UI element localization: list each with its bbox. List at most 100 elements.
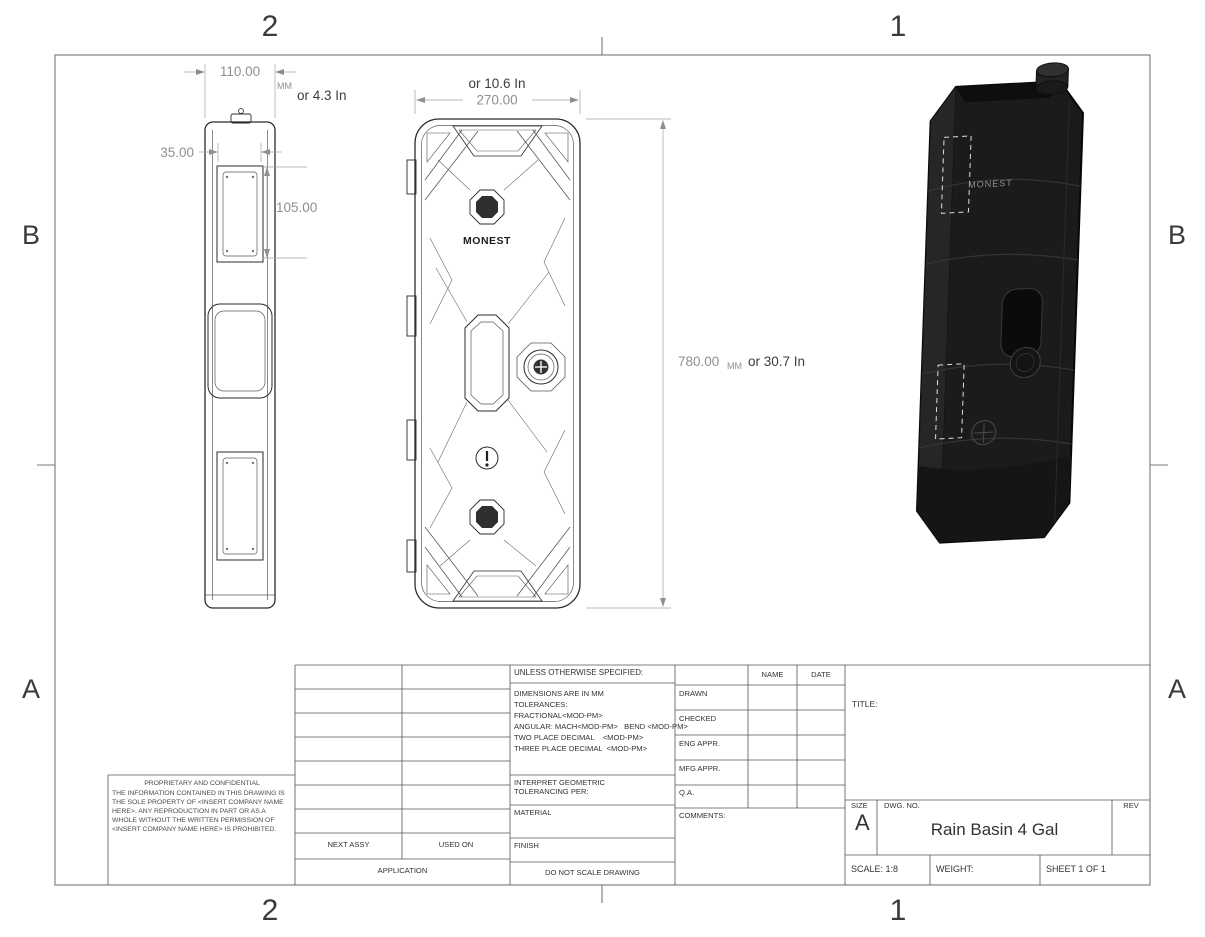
application-label: APPLICATION bbox=[377, 866, 428, 875]
dwg-no-label: DWG. NO. bbox=[884, 801, 920, 810]
dim-side-width-value: 110.00 bbox=[220, 64, 260, 79]
side-view-wall-lines bbox=[205, 130, 275, 600]
scale-value: SCALE: 1:8 bbox=[851, 864, 899, 874]
arrow-icon bbox=[261, 149, 270, 155]
front-view-top-nut bbox=[469, 189, 505, 225]
comments-label: COMMENTS: bbox=[679, 811, 726, 820]
do-not-scale-note: DO NOT SCALE DRAWING bbox=[545, 868, 640, 877]
dim-side-width-unit: MM bbox=[277, 81, 292, 91]
front-view-center-handle bbox=[464, 314, 510, 412]
arrow-icon bbox=[660, 120, 666, 129]
isometric-view: MONEST bbox=[916, 62, 1084, 544]
dim-side-recess-height-value: 105.00 bbox=[276, 200, 317, 215]
arrow-icon bbox=[416, 97, 425, 103]
arrow-icon bbox=[264, 167, 270, 176]
zone-label-b-left: B bbox=[21, 220, 40, 250]
arrow-icon bbox=[209, 149, 218, 155]
zone-label-a-left: A bbox=[21, 674, 40, 704]
zone-label-2-bottom: 2 bbox=[261, 894, 279, 927]
rev-label: REV bbox=[1123, 801, 1139, 810]
dim-side-width: 110.00 MM or 4.3 In bbox=[184, 64, 347, 118]
arrow-icon bbox=[264, 249, 270, 258]
arrow-icon bbox=[196, 69, 205, 75]
date-column-header: DATE bbox=[811, 670, 831, 679]
sheet-number: SHEET 1 OF 1 bbox=[1046, 864, 1106, 874]
tolerance-note-line: DIMENSIONS ARE IN MM bbox=[514, 689, 604, 698]
arrow-icon bbox=[275, 69, 284, 75]
material-label: MATERIAL bbox=[514, 808, 552, 817]
side-view-outline bbox=[204, 121, 276, 609]
arrow-icon bbox=[660, 598, 666, 607]
proprietary-title: PROPRIETARY AND CONFIDENTIAL bbox=[144, 780, 260, 787]
front-view-left-tabs bbox=[406, 159, 417, 573]
dim-front-width-value: 270.00 bbox=[476, 93, 517, 108]
used-on-label: USED ON bbox=[438, 840, 474, 849]
interpret-geometric-note: INTERPRET GEOMETRIC TOLERANCING PER: bbox=[514, 778, 605, 796]
weight-label: WEIGHT: bbox=[936, 864, 974, 874]
side-view bbox=[204, 108, 276, 609]
front-view: MONEST bbox=[406, 118, 581, 609]
side-view-mid-recess bbox=[207, 303, 273, 399]
dwg-no-value: Rain Basin 4 Gal bbox=[930, 820, 1059, 839]
proprietary-body: THE INFORMATION CONTAINED IN THIS DRAWIN… bbox=[112, 790, 285, 833]
front-view-corner-bevels bbox=[424, 129, 571, 598]
dim-front-width-alt: or 10.6 In bbox=[468, 76, 525, 91]
front-view-outline bbox=[414, 118, 581, 609]
tank-top-facet bbox=[955, 81, 1061, 103]
zone-label-b-right: B bbox=[1167, 220, 1186, 250]
front-view-logo-text: MONEST bbox=[463, 235, 511, 247]
approval-row-qa: Q.A. bbox=[679, 788, 695, 797]
title-label: TITLE: bbox=[852, 699, 878, 709]
front-view-ribs bbox=[429, 159, 566, 567]
next-assy-label: NEXT ASSY bbox=[327, 840, 370, 849]
tolerance-note-line: TWO PLACE DECIMAL <MOD-PM> bbox=[514, 733, 644, 742]
tank-front-cap bbox=[1009, 347, 1041, 379]
zone-label-1-top: 1 bbox=[889, 10, 907, 43]
front-view-bottom-nut bbox=[469, 499, 505, 535]
side-view-bottom-recess bbox=[216, 451, 264, 561]
tank-base-shade bbox=[917, 455, 1072, 543]
tolerance-note-line: FRACTIONAL<MOD-PM> bbox=[514, 711, 603, 720]
dim-side-recess-width: 35.00 bbox=[160, 143, 282, 162]
arrow-icon bbox=[570, 97, 579, 103]
tank-cross-mark bbox=[971, 420, 997, 446]
dim-overall-height: 780.00 MM or 30.7 In bbox=[586, 118, 805, 609]
dim-side-recess-width-value: 35.00 bbox=[160, 145, 194, 160]
zone-label-1-bottom: 1 bbox=[889, 894, 907, 927]
side-view-top-pin bbox=[238, 108, 244, 114]
side-view-top-nub bbox=[230, 113, 252, 124]
approval-row-eng-appr: ENG APPR. bbox=[679, 739, 720, 748]
tolerance-note-line: THREE PLACE DECIMAL <MOD-PM> bbox=[514, 744, 648, 753]
dim-overall-height-alt: or 30.7 In bbox=[748, 354, 805, 369]
title-block-lines bbox=[107, 664, 1150, 885]
front-view-vent bbox=[475, 446, 499, 470]
tolerance-note-line: TOLERANCES: bbox=[514, 700, 568, 709]
dim-overall-height-value: 780.00 bbox=[678, 354, 719, 369]
tank-cap bbox=[1035, 62, 1069, 96]
front-view-inner-outline bbox=[421, 125, 574, 602]
front-view-top-ridge bbox=[452, 125, 543, 157]
name-column-header: NAME bbox=[761, 670, 784, 679]
sheet-border bbox=[37, 37, 1168, 903]
tolerance-note-line: ANGULAR: MACH<MOD-PM> BEND <MOD-PM> bbox=[514, 722, 688, 731]
tank-ridge-lines bbox=[919, 100, 1081, 523]
side-view-top-recess bbox=[216, 165, 264, 263]
finish-label: FINISH bbox=[514, 841, 539, 850]
unless-otherwise-specified: UNLESS OTHERWISE SPECIFIED: bbox=[514, 668, 644, 677]
tank-handle-hole bbox=[1000, 288, 1043, 358]
dim-side-width-alt: or 4.3 In bbox=[297, 88, 347, 103]
front-view-bottom-ridge bbox=[452, 570, 543, 602]
dim-overall-height-unit: MM bbox=[727, 361, 742, 371]
approval-row-checked: CHECKED bbox=[679, 714, 717, 723]
tank-logo-text: MONEST bbox=[968, 178, 1013, 190]
zone-label-2-top: 2 bbox=[261, 10, 279, 43]
approval-row-mfg-appr: MFG APPR. bbox=[679, 764, 721, 773]
size-label: SIZE bbox=[851, 801, 868, 810]
zone-label-a-right: A bbox=[1167, 674, 1186, 704]
size-value: A bbox=[855, 810, 870, 835]
dim-side-recess-height: 105.00 bbox=[262, 166, 317, 259]
dim-front-width: or 10.6 In 270.00 bbox=[414, 76, 581, 114]
approval-row-drawn: DRAWN bbox=[679, 689, 708, 698]
